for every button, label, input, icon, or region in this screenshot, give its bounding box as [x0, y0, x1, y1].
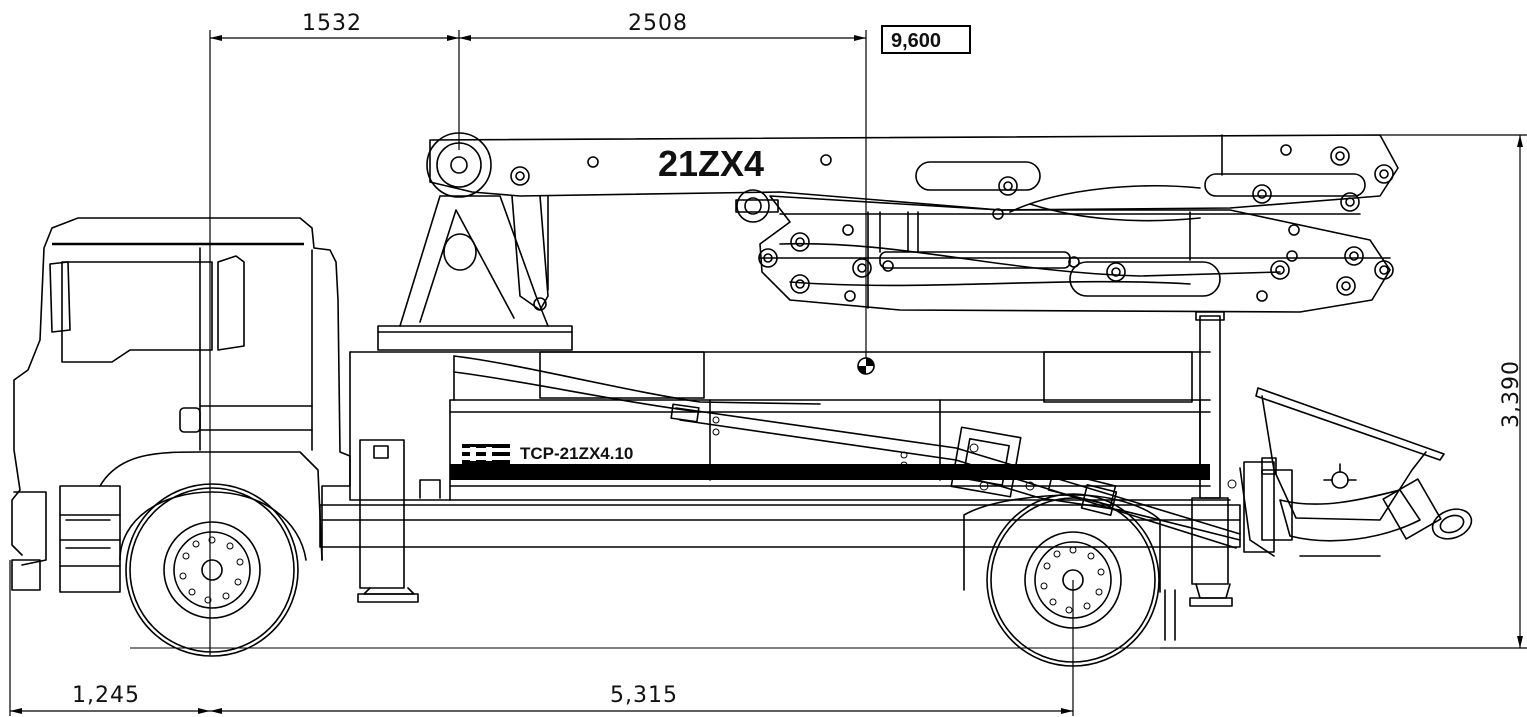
boom-arm [426, 132, 1399, 313]
dim-label-bottom-right: 5,315 [610, 683, 678, 708]
model-label: TCP-21ZX4.10 [520, 444, 633, 463]
model-plate: TCP-21ZX4.10 [462, 444, 633, 464]
dim-label-top-left: 1532 [302, 11, 362, 36]
boom-label: 21ZX4 [658, 143, 764, 184]
dim-label-height: 3,390 [1499, 360, 1524, 428]
truck-cab [11, 217, 351, 593]
dimension-lines [9, 30, 1527, 716]
delivery-pipe [453, 355, 1241, 549]
dim-label-top-right: 2508 [628, 11, 688, 36]
boxed-value-text: 9,600 [891, 30, 941, 52]
boxed-value: 9,600 [881, 25, 971, 54]
pump-unit [939, 426, 1241, 541]
chassis [319, 311, 1241, 641]
front-wheel [125, 483, 299, 657]
rear-wheel [986, 493, 1160, 667]
center-of-gravity-symbol [857, 357, 875, 375]
boom-turret [377, 195, 573, 351]
dim-label-bottom-left: 1,245 [72, 683, 140, 708]
hopper [1227, 387, 1473, 557]
